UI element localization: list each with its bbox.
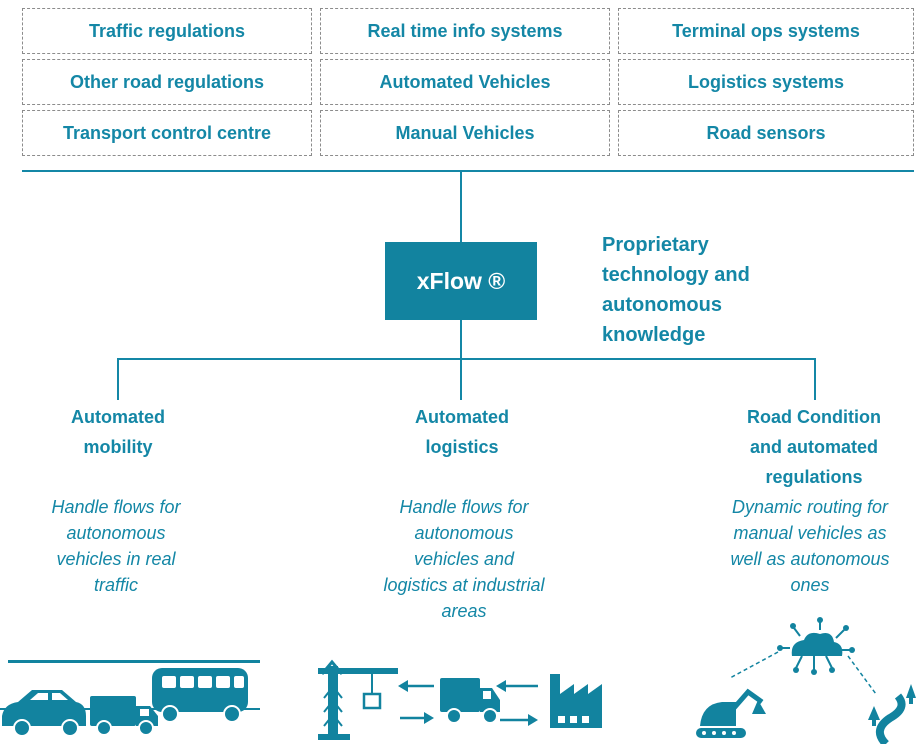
automated-mobility-description: Handle flows for autonomous vehicles in … <box>51 497 181 595</box>
branch-drop-right <box>814 358 816 400</box>
note-line: autonomous <box>602 294 722 316</box>
automated-mobility-title: Automated mobility <box>71 407 165 457</box>
connector-to-hub <box>460 170 462 242</box>
category-box: Other road regulations <box>22 59 312 105</box>
note-line: technology and <box>602 264 750 286</box>
xflow-hub-box: xFlow ® <box>385 242 537 320</box>
road-condition-title: Road Condition and automated regulations <box>747 407 881 487</box>
category-box: Traffic regulations <box>22 8 312 54</box>
automated-logistics-title: Automated logistics <box>415 407 509 457</box>
category-box: Road sensors <box>618 110 914 156</box>
note-line: Proprietary <box>602 234 709 256</box>
category-box: Transport control centre <box>22 110 312 156</box>
technology-note: Proprietary technology and autonomous kn… <box>602 230 862 350</box>
category-box: Automated Vehicles <box>320 59 610 105</box>
branch-line <box>117 358 816 360</box>
road-network-icon <box>696 617 916 744</box>
note-line: knowledge <box>602 324 706 346</box>
automated-logistics-description: Handle flows for autonomous vehicles and… <box>383 497 545 621</box>
road-condition-description: Dynamic routing for manual vehicles as w… <box>730 497 890 595</box>
logistics-icon <box>318 659 602 740</box>
branch-drop-left <box>117 358 119 400</box>
xflow-label: xFlow ® <box>416 267 506 294</box>
category-box: Terminal ops systems <box>618 8 914 54</box>
category-box: Manual Vehicles <box>320 110 610 156</box>
category-box: Logistics systems <box>618 59 914 105</box>
category-box: Real time info systems <box>320 8 610 54</box>
connector-from-hub <box>460 320 462 400</box>
vehicles-icon <box>0 660 260 737</box>
top-divider-line <box>22 170 914 172</box>
